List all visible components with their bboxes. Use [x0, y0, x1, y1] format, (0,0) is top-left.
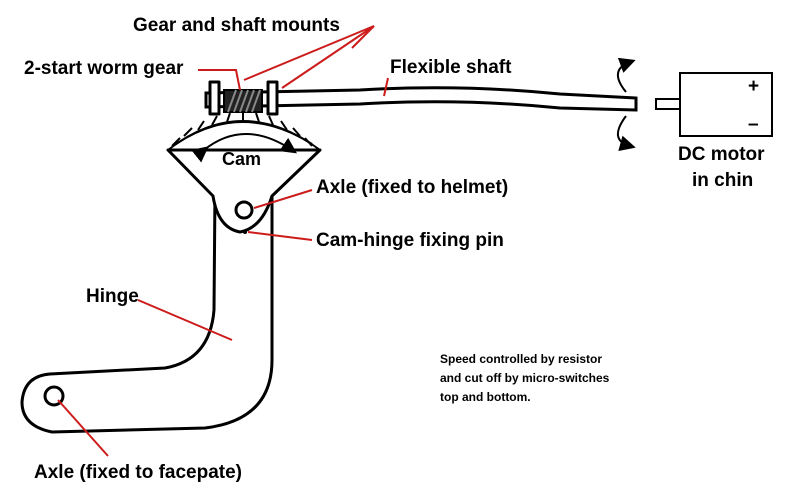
note-line-3: top and bottom. [440, 390, 531, 404]
label-cam: Cam [222, 149, 261, 169]
label-flexible-shaft: Flexible shaft [390, 57, 512, 78]
label-cam-hinge-pin: Cam-hinge fixing pin [316, 230, 504, 251]
label-axle-faceplate: Axle (fixed to facepate) [34, 462, 242, 483]
label-dc-motor-line2: in chin [692, 170, 753, 191]
motor-shaft [655, 98, 681, 110]
leader-lines [57, 25, 389, 457]
axle-helmet-hole [234, 200, 254, 220]
hinge-arm [20, 188, 274, 434]
cam-gear-teeth [167, 112, 321, 151]
note-line-2: and cut off by micro-switches [440, 371, 610, 385]
motor-minus-sign: – [748, 114, 759, 135]
cam-hinge-pin [243, 230, 247, 234]
label-dc-motor-line1: DC motor [678, 144, 765, 165]
shaft-mount-left [208, 80, 221, 116]
label-gear-shaft-mounts: Gear and shaft mounts [133, 15, 340, 36]
flexible-shaft [204, 86, 638, 112]
label-worm-gear: 2-start worm gear [24, 58, 184, 79]
motor-plus-sign: + [748, 76, 759, 97]
motor-rotation-arrow-top [617, 57, 636, 93]
motor-rotation-arrow-bottom [617, 115, 636, 152]
note-line-1: Speed controlled by resistor [440, 352, 602, 366]
worm-gear [223, 89, 263, 113]
cam-rotation-arrow [191, 133, 297, 163]
label-hinge: Hinge [86, 286, 139, 307]
dc-motor-body [679, 72, 773, 137]
shaft-mount-right [266, 80, 279, 116]
label-axle-helmet: Axle (fixed to helmet) [316, 177, 508, 198]
